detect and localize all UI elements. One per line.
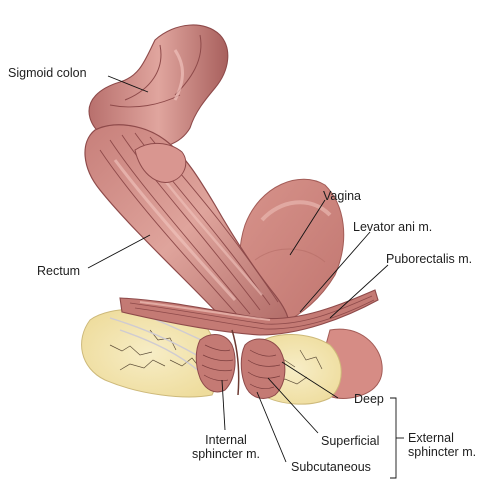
label-puborectalis: Puborectalis m. (386, 252, 473, 266)
label-internal-sphincter-line2: sphincter m. (191, 447, 261, 461)
label-internal-sphincter: Internal sphincter m. (186, 433, 266, 461)
label-levator-ani: Levator ani m. (353, 220, 433, 234)
leader-rectum (87, 234, 151, 269)
bracket-external-sphincter (390, 397, 397, 479)
label-internal-sphincter-line1: Internal (205, 433, 247, 447)
label-rectum: Rectum (37, 264, 81, 278)
external-sphincter-shape (240, 338, 286, 399)
leader-subcutaneous (256, 391, 287, 463)
leader-internal-sphincter (221, 379, 226, 431)
leader-superficial (267, 377, 319, 434)
label-external-sphincter-line1: External (408, 431, 454, 445)
internal-sphincter-shape (195, 334, 236, 393)
leader-deep (281, 361, 339, 399)
leader-puborectalis (329, 264, 389, 319)
leader-vagina (289, 199, 326, 256)
leader-levator-ani (299, 231, 371, 313)
label-vagina: Vagina (323, 189, 361, 203)
levator-ani-shape (119, 289, 379, 336)
leader-sigmoid-colon (107, 75, 149, 93)
label-sigmoid-colon: Sigmoid colon (8, 66, 87, 80)
label-external-sphincter: External sphincter m. (408, 431, 476, 459)
label-subcutaneous: Subcutaneous (291, 460, 371, 474)
label-deep: Deep (354, 392, 384, 406)
label-superficial: Superficial (321, 434, 380, 448)
label-external-sphincter-line2: sphincter m. (408, 445, 477, 459)
